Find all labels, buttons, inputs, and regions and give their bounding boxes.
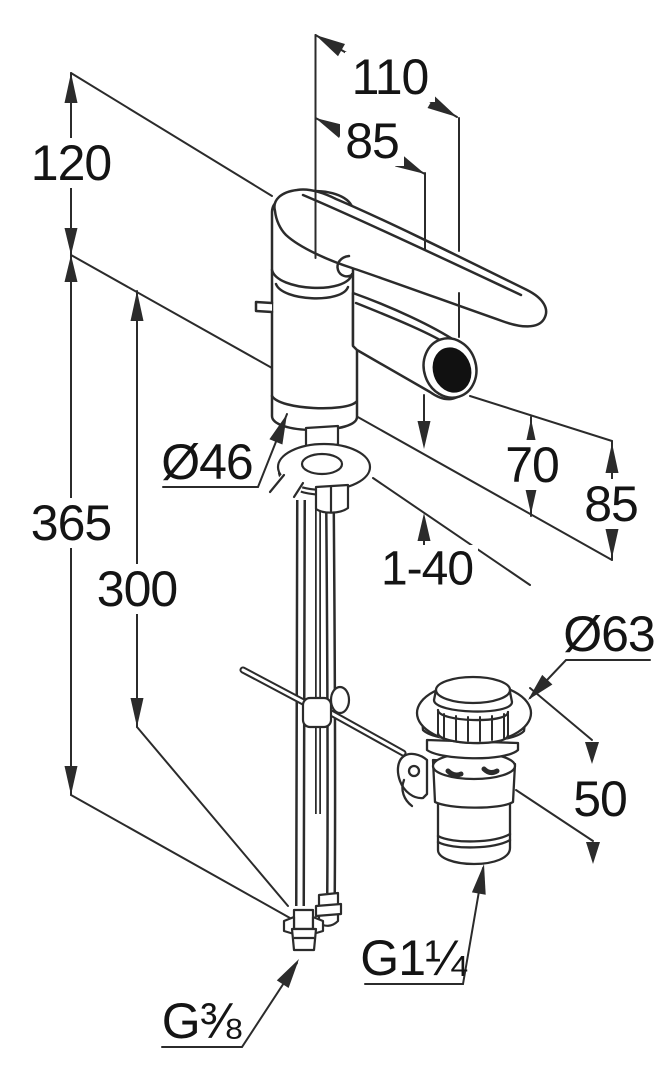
handle-front-detail: [336, 254, 354, 278]
waste-cage-arcs: [436, 708, 510, 745]
leader-waste-diameter: [529, 659, 651, 699]
dimension-labels: 110 85 120 365 300 Ø46 70 85 1-40 Ø63 50…: [26, 49, 656, 1049]
dim-50-label: 50: [573, 771, 627, 827]
waste-mechanism-right: [481, 766, 500, 776]
extension-line-outlet: [469, 395, 613, 442]
dim-deck-thickness-label: 1-40: [381, 543, 473, 596]
dim-waste-diameter-label: Ø63: [563, 606, 655, 662]
supply-thread-label: G⅜: [162, 993, 242, 1049]
rod-clamp: [301, 696, 333, 729]
waste-cap-top: [434, 675, 512, 705]
deck-underside-line: [372, 477, 531, 586]
extension-line-300-bottom: [136, 726, 289, 907]
waste-cage-band: [438, 710, 508, 744]
leader-waste-thread: [364, 867, 484, 985]
pop-up-linkage: [239, 666, 407, 757]
leader-50-upper: [529, 687, 593, 741]
handle-collar-arc-1: [270, 268, 354, 290]
dim-110-label: 110: [352, 49, 429, 105]
horseshoe-hole: [300, 452, 344, 476]
side-knob: [254, 300, 274, 314]
dimension-arrows-back: [64, 73, 619, 795]
waste-mechanism-left: [445, 768, 464, 778]
tailpiece-ring-1: [436, 832, 512, 843]
clevis-pin: [407, 764, 421, 778]
extension-line-365-bottom: [70, 794, 291, 919]
horseshoe-gap: [266, 474, 304, 494]
faucet: [254, 188, 548, 432]
hose-end-fittings: [282, 891, 343, 952]
extension-line-top-left: [70, 72, 273, 197]
aerator: [432, 347, 472, 393]
waste-cage-slots: [437, 709, 509, 742]
tailpiece-ring-2: [436, 838, 512, 849]
faucet-base-ring: [270, 394, 358, 410]
dim-365-label: 365: [31, 495, 111, 551]
dim-base-diameter-label: Ø46: [161, 434, 253, 490]
dim-300-label: 300: [97, 561, 177, 617]
dim-85-right-label: 85: [584, 476, 638, 532]
leader-supply-thread: [161, 962, 298, 1048]
dim-spout-reach-label: 85: [345, 113, 399, 169]
waste-ring-lower: [425, 738, 520, 760]
pop-up-waste: [396, 675, 533, 866]
deck-plane-line: [70, 254, 613, 561]
rod-knob: [329, 685, 351, 715]
handle-collar-arc-2: [274, 282, 350, 300]
dim-70-label: 70: [505, 437, 559, 493]
horseshoe-gap-edges: [268, 473, 305, 499]
handle-top-edge-line: [301, 193, 523, 297]
waste-thread-label: G1¼: [360, 930, 468, 986]
clevis-lever-tail: [401, 778, 414, 808]
leader-50-lower: [515, 789, 594, 842]
mounting-hardware: [266, 424, 372, 514]
left-hose-fitting: [292, 908, 315, 931]
dim-120-label: 120: [31, 135, 111, 191]
